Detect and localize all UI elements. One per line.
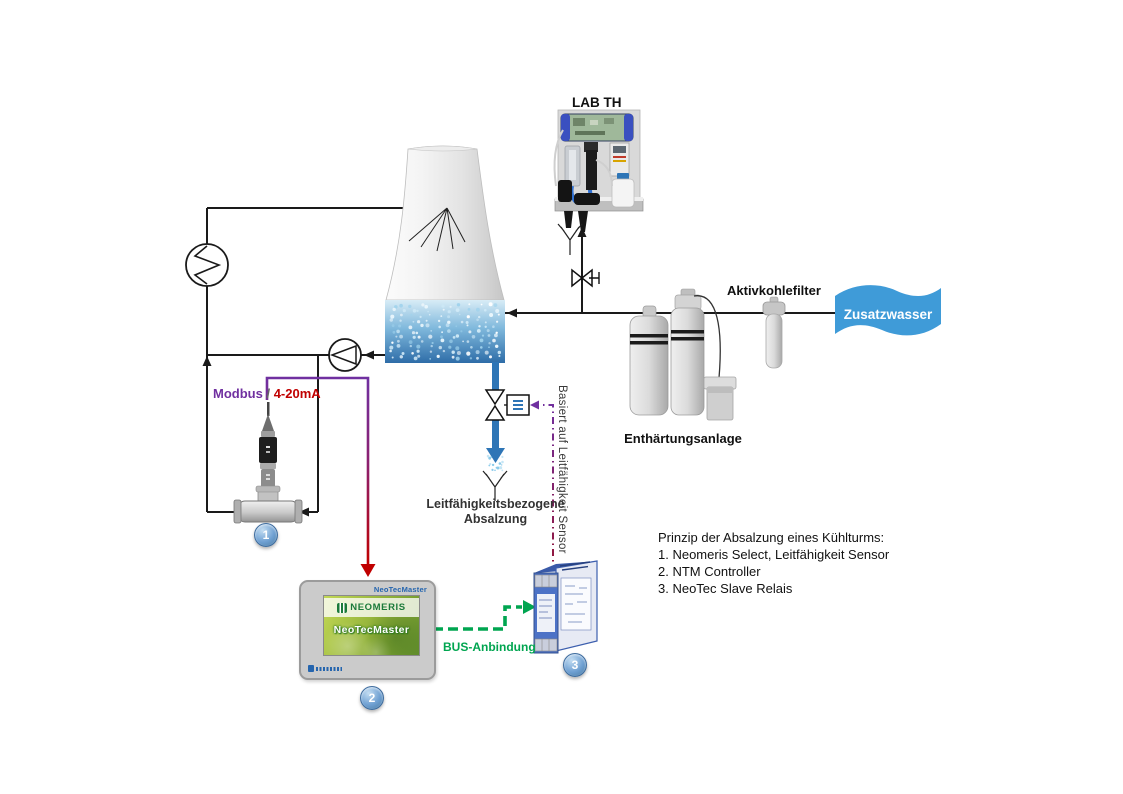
legend-item: 2. NTM Controller	[658, 564, 761, 579]
tower-basin	[385, 300, 505, 363]
controller-bezel-label: NeoTecMaster	[373, 585, 427, 594]
blowdown-pipe	[486, 362, 505, 472]
lab-th-label: LAB TH	[572, 95, 622, 110]
legend: Prinzip der Absalzung eines Kühlturms: 1…	[658, 529, 889, 597]
legend-item: 3. NeoTec Slave Relais	[658, 581, 793, 596]
valve-actuator-symbol	[513, 400, 523, 410]
motor-valve	[484, 389, 530, 421]
vendor-logo	[308, 665, 342, 672]
pump-symbol	[328, 338, 362, 372]
blowdown-label: Leitfähigkeitsbezogene Absalzung	[423, 497, 568, 527]
carbon-filter-label: Aktivkohlefilter	[727, 283, 821, 298]
softener-label: Enthärtungsanlage	[624, 431, 742, 446]
neotecmaster-controller: NeoTecMaster NEOMERIS NeoTecMaster	[299, 580, 436, 680]
legend-title: Prinzip der Absalzung eines Kühlturms:	[658, 530, 885, 545]
spray-nozzle	[408, 207, 466, 252]
screen-brand-band: NEOMERIS	[324, 598, 419, 617]
vendor-logo-icon	[308, 665, 314, 672]
blowdown-label-line2: Absalzung	[463, 512, 528, 526]
neomeris-logo-icon	[337, 602, 348, 613]
carbon-filter	[762, 296, 786, 369]
softener-unit	[629, 288, 737, 421]
modbus-signal-label: Modbus / 4-20mA	[213, 386, 321, 401]
bus-line	[433, 600, 536, 631]
slave-relay	[533, 560, 598, 654]
bus-connection-label: BUS-Anbindung	[443, 640, 536, 654]
controller-screen: NEOMERIS NeoTecMaster	[323, 595, 420, 656]
drain-symbol-blowdown	[482, 470, 508, 501]
makeup-water-banner	[835, 285, 941, 336]
sensor-probe	[255, 402, 281, 493]
badge-sensor: 1	[254, 523, 278, 547]
conductivity-signal-line	[530, 400, 554, 562]
modbus-cable	[265, 376, 376, 577]
legend-item: 1. Neomeris Select, Leitfähigkeit Sensor	[658, 547, 890, 562]
blowdown-label-line1: Leitfähigkeitsbezogene	[426, 497, 565, 511]
analog-signal-text: 4-20mA	[273, 386, 321, 401]
manual-valve	[571, 268, 600, 288]
screen-brand-text: NEOMERIS	[350, 602, 406, 613]
conductivity-sensor	[233, 402, 303, 524]
separator-text: /	[266, 386, 271, 401]
vendor-logo-wordmark	[316, 666, 342, 671]
drain-symbol-labth	[557, 223, 583, 255]
screen-title-text: NeoTecMaster	[333, 624, 410, 636]
lab-th-analyzer	[553, 109, 644, 232]
makeup-water-label: Zusatzwasser	[843, 307, 933, 322]
modbus-text: Modbus	[213, 386, 263, 401]
heat-exchanger-symbol	[185, 243, 229, 287]
conductivity-note-vertical: Basiert auf Leitfähigkeit Sensor	[556, 385, 568, 554]
cooling-tower	[385, 145, 505, 301]
badge-controller: 2	[360, 686, 384, 710]
badge-relay: 3	[563, 653, 587, 677]
piping-lines	[206, 207, 837, 513]
